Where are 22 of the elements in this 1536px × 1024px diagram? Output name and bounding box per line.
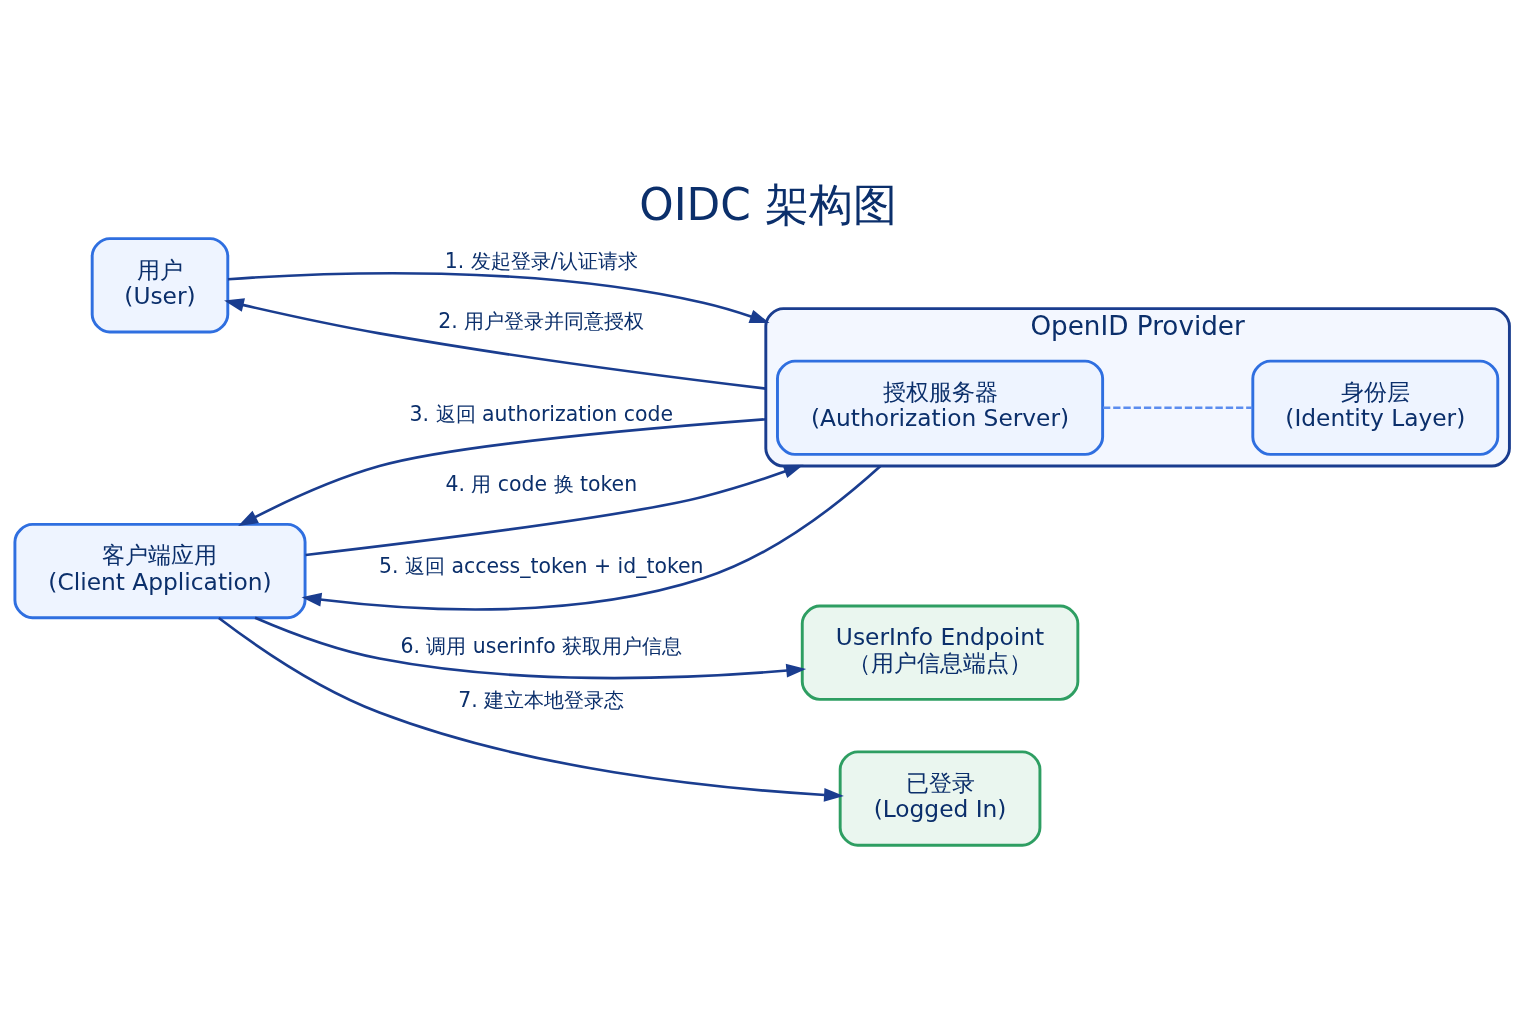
node-box: UserInfo Endpoint （用户信息端点） xyxy=(800,604,1080,701)
node-box: 用户 (User) xyxy=(90,237,230,334)
edge-label: 6. 调用 userinfo 获取用户信息 xyxy=(400,633,683,658)
edge-label: 5. 返回 access_token + id_token xyxy=(379,553,704,578)
edge-label: 2. 用户登录并同意授权 xyxy=(438,308,645,333)
edge-label: 3. 返回 authorization code xyxy=(409,402,673,427)
edge-label: 1. 发起登录/认证请求 xyxy=(444,249,638,274)
connector xyxy=(1103,406,1253,410)
diagram-title: OIDC 架构图 xyxy=(639,178,897,230)
node-box: 已登录 (Logged In) xyxy=(838,750,1042,847)
arrow xyxy=(218,616,844,802)
arrow xyxy=(254,616,807,680)
arrow xyxy=(224,298,766,390)
node-box: 授权服务器 (Authorization Server) xyxy=(776,359,1105,456)
node-box: 客户端应用 (Client Application) xyxy=(13,522,307,620)
arrow xyxy=(227,271,770,324)
edge-label: 4. 用 code 换 token xyxy=(445,472,638,497)
arrow xyxy=(305,464,804,557)
arrow xyxy=(301,465,882,611)
edge-label: 7. 建立本地登录态 xyxy=(458,687,625,712)
arrow xyxy=(238,417,766,527)
node-box: 身份层 (Identity Layer) xyxy=(1251,359,1500,456)
